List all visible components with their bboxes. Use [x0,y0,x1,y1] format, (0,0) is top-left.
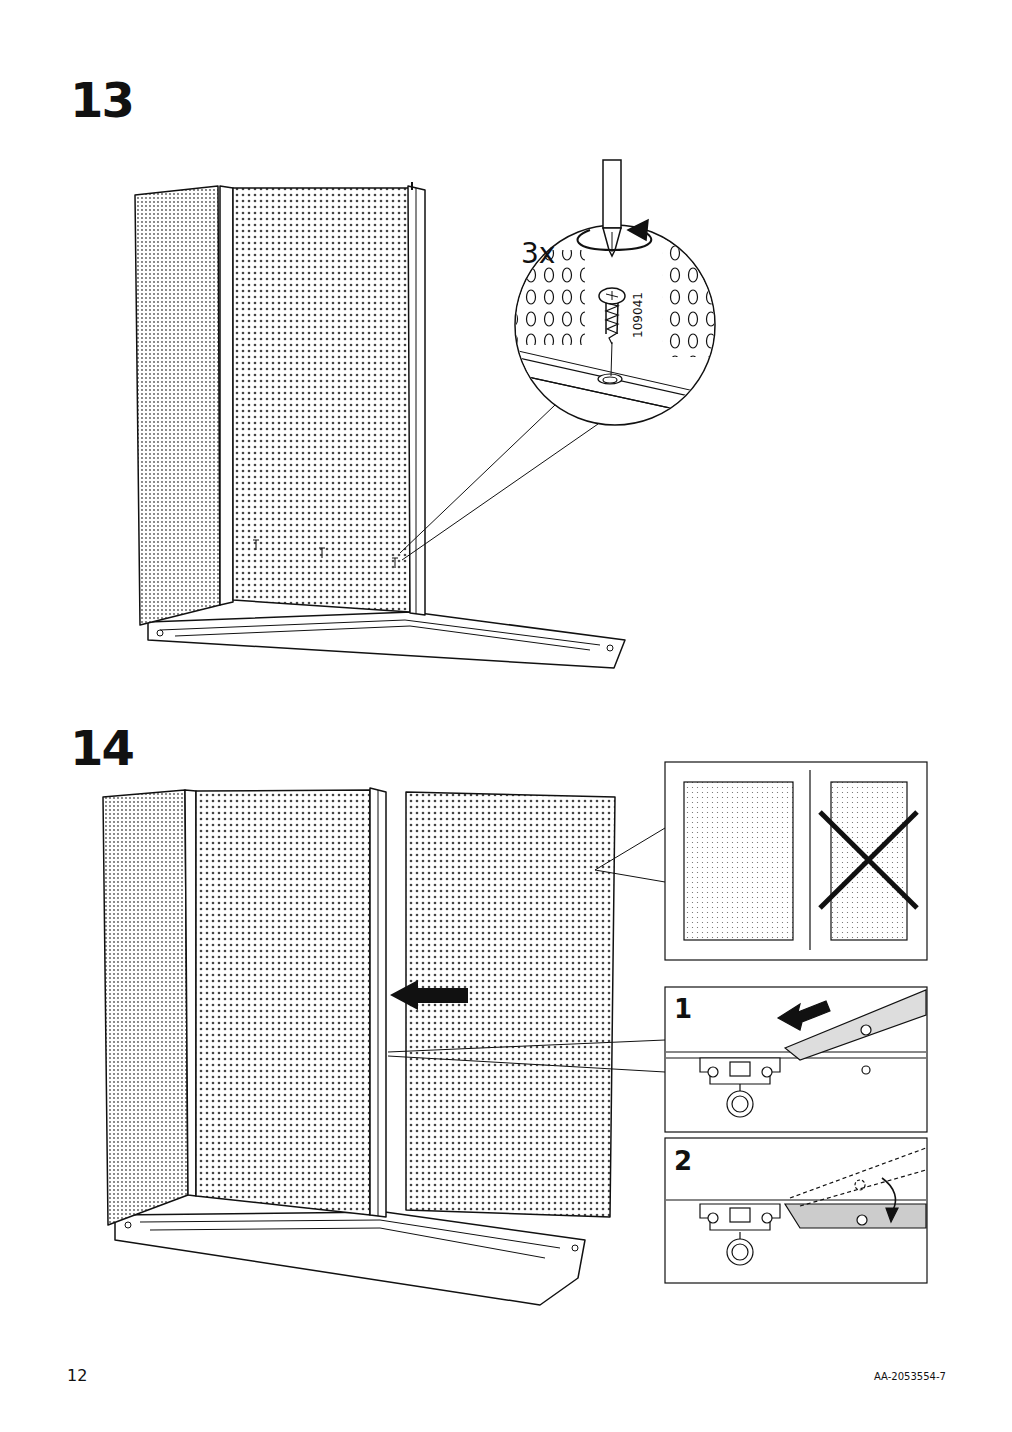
step-number: 14 [70,724,133,772]
step-number: 13 [70,76,133,124]
page-number: 12 [67,1368,87,1384]
part-number: 109041 [632,281,644,349]
sub-step-number: 1 [674,996,690,1022]
quantity-label: 3x [521,240,555,268]
sub-step-number: 2 [674,1148,690,1174]
document-code: AA-2053554-7 [874,1372,946,1382]
